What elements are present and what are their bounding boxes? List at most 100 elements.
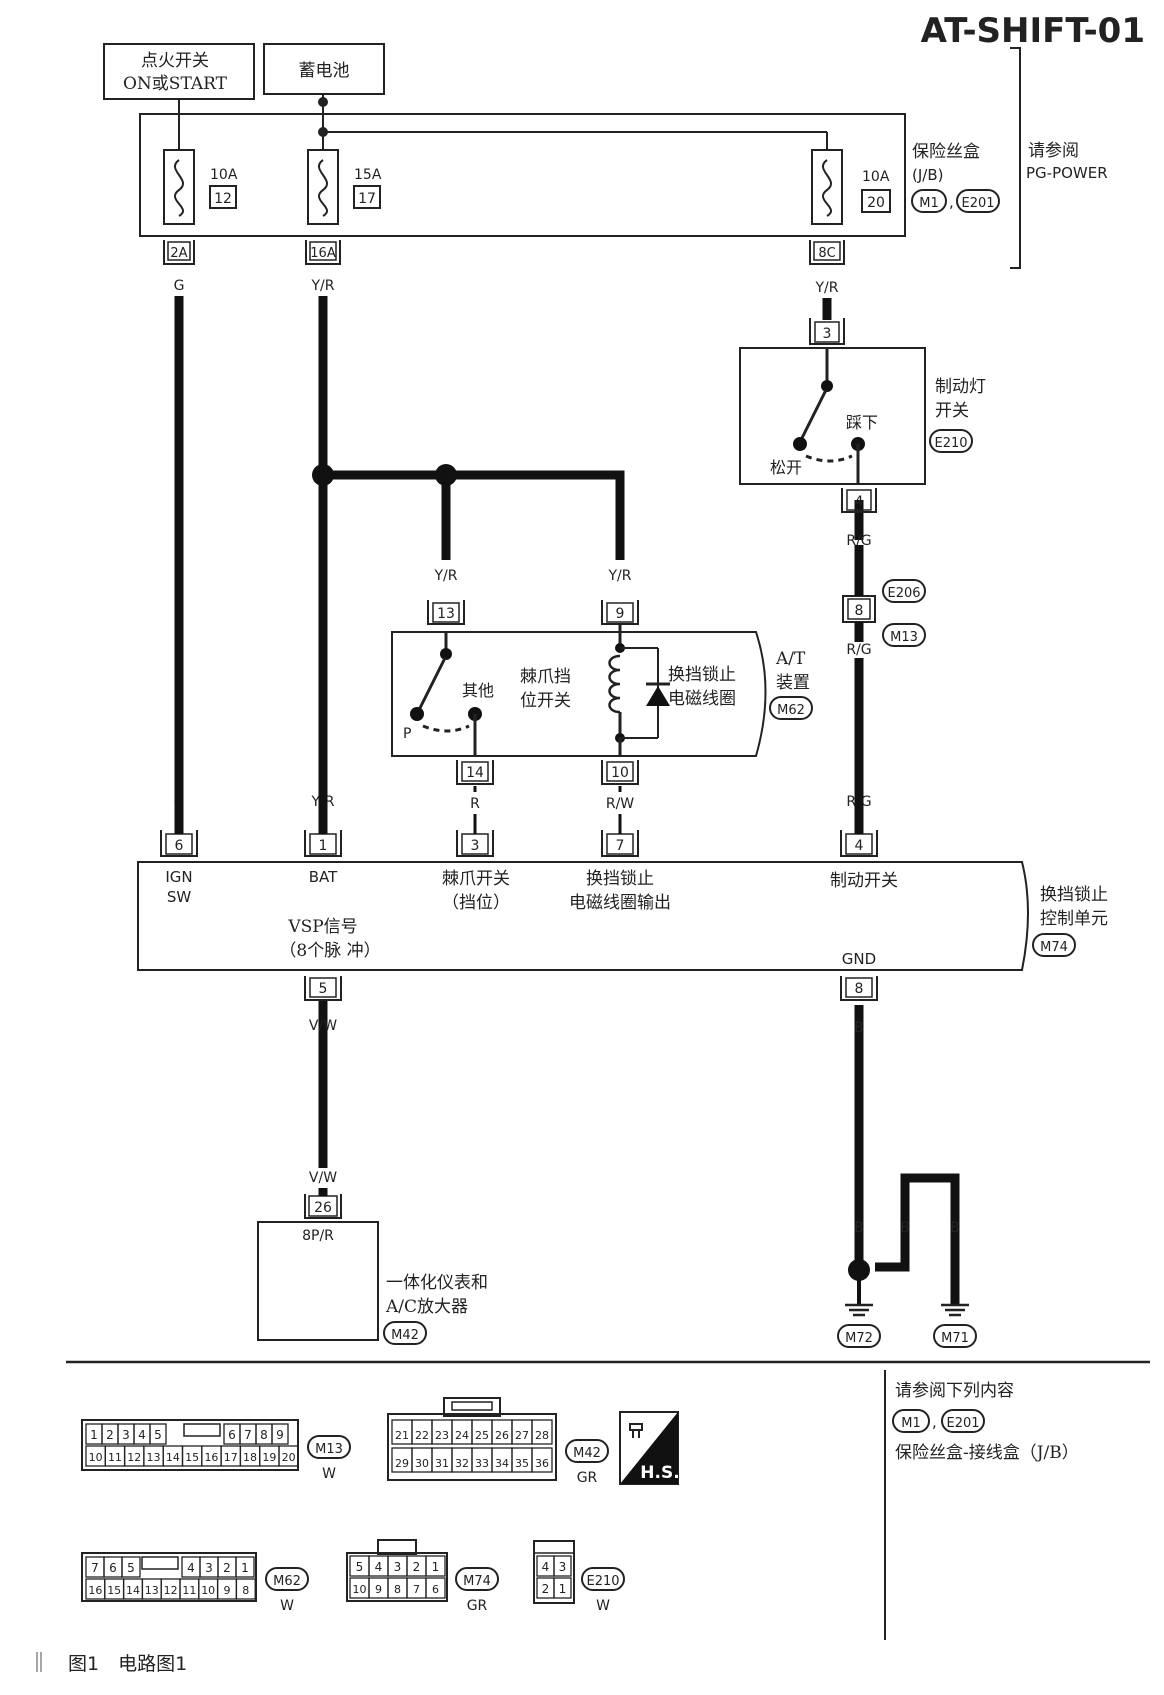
battery-box: 蓄电池 xyxy=(263,43,385,95)
connector-pin-number: 3 xyxy=(205,1561,213,1575)
connector-pin-number: 16 xyxy=(88,1584,102,1597)
connector-label-e210: E210 W xyxy=(581,1567,625,1614)
fuse-box-title: 保险丝盒 xyxy=(912,142,980,162)
svg-text:W: W xyxy=(596,1598,610,1614)
svg-text:M42: M42 xyxy=(391,1328,419,1343)
meter-wire-label: V/W xyxy=(309,1170,337,1186)
connector-pin-number: 1 xyxy=(432,1560,440,1574)
figure-caption: 图1 电路图1 xyxy=(68,1653,187,1675)
connector-pin-number: 11 xyxy=(108,1451,122,1464)
svg-text:8C: 8C xyxy=(818,246,835,261)
wire-label-g-top: G xyxy=(174,278,185,294)
junction-connector xyxy=(842,545,876,642)
connector-pin-number: 1 xyxy=(90,1428,98,1442)
connector-pin-number: 15 xyxy=(185,1451,199,1464)
svg-text:M1: M1 xyxy=(919,196,939,211)
connector-pin-number: 7 xyxy=(244,1428,252,1442)
connector-cavity xyxy=(553,1555,572,1577)
park-position-label: P xyxy=(403,726,411,742)
splice-2 xyxy=(435,464,457,486)
svg-text:E201: E201 xyxy=(946,1416,979,1431)
hs-badge: H.S. xyxy=(619,1411,680,1485)
fuse-10a-20: 10A 20 xyxy=(811,149,891,225)
connector-pin-number: 4 xyxy=(542,1560,550,1574)
see-also-desc: 保险丝盒-接线盒（J/B） xyxy=(895,1443,1079,1463)
connector-pin-number: 15 xyxy=(107,1584,121,1597)
fuse-box-subtitle: (J/B) xyxy=(912,166,943,184)
at-pin-9: 9 xyxy=(616,606,625,622)
cu-pin-1: 1 xyxy=(319,838,328,854)
meter-title2: A/C放大器 xyxy=(385,1297,468,1317)
cu-label-bat: BAT xyxy=(309,868,338,886)
at-device xyxy=(391,600,767,785)
connector-cavity xyxy=(121,1556,141,1578)
cu-label-ign: IGN xyxy=(165,868,192,886)
connector-pin-number: 5 xyxy=(154,1428,162,1442)
wire-label-rg-2: R/G xyxy=(846,642,871,658)
cu-label-solenoid2: 电磁线圈输出 xyxy=(569,893,671,913)
svg-text:M72: M72 xyxy=(845,1331,873,1346)
connector-cavity xyxy=(553,1577,572,1599)
connector-pin-number: 3 xyxy=(394,1560,402,1574)
connector-pin-number: 3 xyxy=(122,1428,130,1442)
svg-text:W: W xyxy=(280,1598,294,1614)
ignition-label: 点火开关 xyxy=(141,51,209,71)
connector-pin-number: 5 xyxy=(356,1560,364,1574)
fuse-15a-17: 15A 17 xyxy=(307,149,382,225)
connector-label-m13: M13 W xyxy=(307,1435,351,1482)
connector-pin-number: 10 xyxy=(201,1584,215,1597)
svg-text:M1: M1 xyxy=(901,1416,921,1431)
cu-pin-6: 6 xyxy=(175,838,184,854)
connector-pin-number: 18 xyxy=(243,1451,257,1464)
cu-label-park: 棘爪开关 xyxy=(442,869,510,889)
control-unit-title2: 控制单元 xyxy=(1040,909,1108,929)
ground-wire-label-2: B xyxy=(900,1220,910,1236)
svg-text:M13: M13 xyxy=(890,630,918,645)
brake-released-label: 松开 xyxy=(770,458,802,477)
connector-cavity xyxy=(425,1577,446,1599)
svg-text:E201: E201 xyxy=(961,196,994,211)
junction-connector-e206: E206 xyxy=(882,579,926,603)
cu-pin-5: 5 xyxy=(319,981,328,997)
connector-pin-number: 1 xyxy=(241,1561,249,1575)
ignition-state: ON或START xyxy=(123,74,228,94)
svg-text:W: W xyxy=(322,1466,336,1482)
connector-pin-number: 8 xyxy=(260,1428,268,1442)
ground-wire-label-1: B xyxy=(854,1220,864,1236)
see-also-title: 请参阅下列内容 xyxy=(895,1381,1014,1401)
svg-text:E206: E206 xyxy=(887,586,920,601)
brake-pressed-label: 踩下 xyxy=(846,413,878,432)
connector-cavity xyxy=(235,1556,255,1578)
connector-pin-number: 6 xyxy=(228,1428,236,1442)
see-also-connector-e201: E201 xyxy=(941,1409,985,1433)
connector-pin-number: 12 xyxy=(127,1451,141,1464)
connector-pin-number: 32 xyxy=(455,1457,469,1470)
meter-pin: 26 xyxy=(314,1200,332,1216)
connector-pin-number: 9 xyxy=(276,1428,284,1442)
svg-text:2A: 2A xyxy=(170,246,187,261)
reference-label: 请参阅 xyxy=(1028,141,1079,161)
connector-cavity xyxy=(235,1578,256,1600)
connector-pin-number: 20 xyxy=(282,1451,296,1464)
connector-pin-number: 2 xyxy=(106,1428,114,1442)
svg-text:17: 17 xyxy=(358,191,376,207)
at-device-title: A/T xyxy=(775,649,806,669)
connector-pin-number: 28 xyxy=(535,1429,549,1442)
connector-pin-number: 16 xyxy=(204,1451,218,1464)
at-wire-out1: R xyxy=(470,796,480,812)
cu-label-brake: 制动开关 xyxy=(830,871,898,891)
svg-text:M74: M74 xyxy=(463,1574,491,1589)
connector-pin-number: 12 xyxy=(164,1584,178,1597)
cu-pin-7: 7 xyxy=(616,838,625,854)
connector-label-m42: M42 GR xyxy=(565,1439,609,1486)
svg-text:,: , xyxy=(932,1413,937,1431)
ground-m72: M72 xyxy=(837,1280,881,1348)
connector-pin-number: 27 xyxy=(515,1429,529,1442)
gnd-label: GND xyxy=(842,950,876,968)
connector-pin-number: 24 xyxy=(455,1429,469,1442)
cu-pin-4: 4 xyxy=(855,838,864,854)
junction-connector-m13: M13 xyxy=(882,623,926,647)
svg-text:M71: M71 xyxy=(941,1331,969,1346)
